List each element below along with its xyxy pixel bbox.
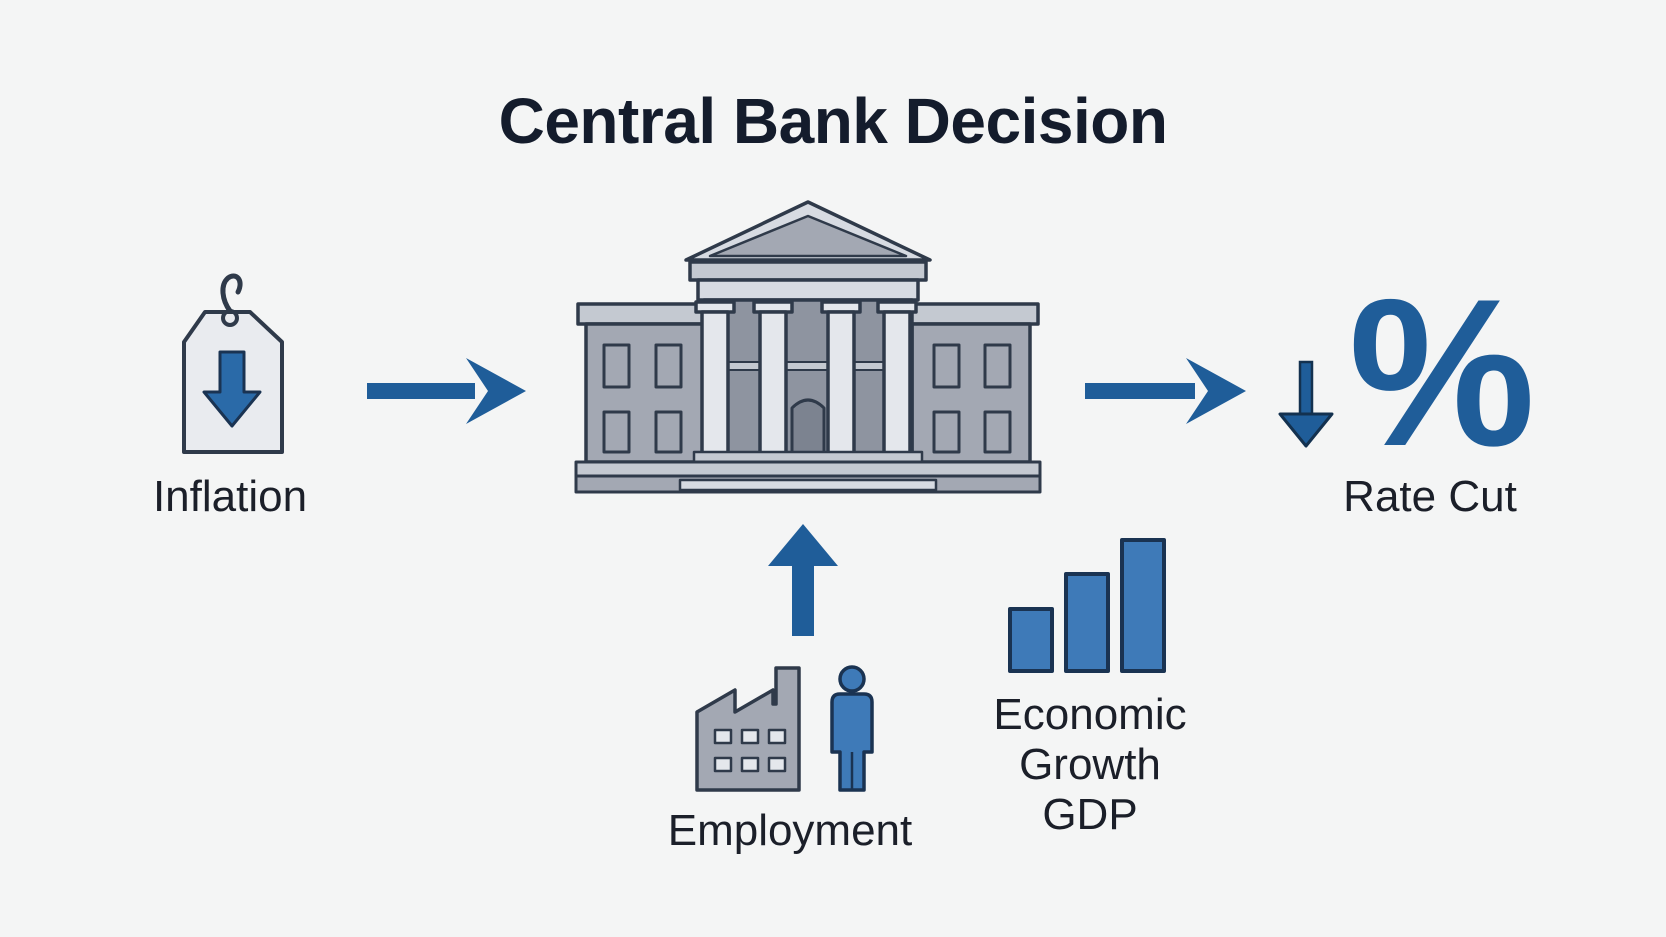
inflation-label: Inflation: [152, 472, 308, 521]
person-icon: [830, 665, 874, 792]
bank-building-icon: [574, 200, 1042, 494]
down-arrow-icon: [1278, 360, 1334, 448]
factory-icon: [695, 666, 801, 792]
economic-growth-label: Economic Growth GDP: [960, 690, 1220, 840]
diagram-title: Central Bank Decision: [498, 85, 1168, 157]
growth-label-line-3: GDP: [1042, 790, 1138, 839]
rate-cut-label: Rate Cut: [1343, 472, 1517, 521]
growth-label-line-2: Growth: [1019, 740, 1161, 789]
arrow-bank-to-rate: [1085, 358, 1246, 424]
growth-label-line-1: Economic: [993, 690, 1187, 739]
employment-label: Employment: [667, 806, 913, 855]
price-tag-icon: [182, 273, 284, 454]
bar-chart-icon: [1008, 538, 1166, 673]
arrow-employment-to-bank: [768, 524, 838, 636]
percent-icon: %: [1349, 255, 1536, 490]
arrow-inflation-to-bank: [367, 358, 526, 424]
